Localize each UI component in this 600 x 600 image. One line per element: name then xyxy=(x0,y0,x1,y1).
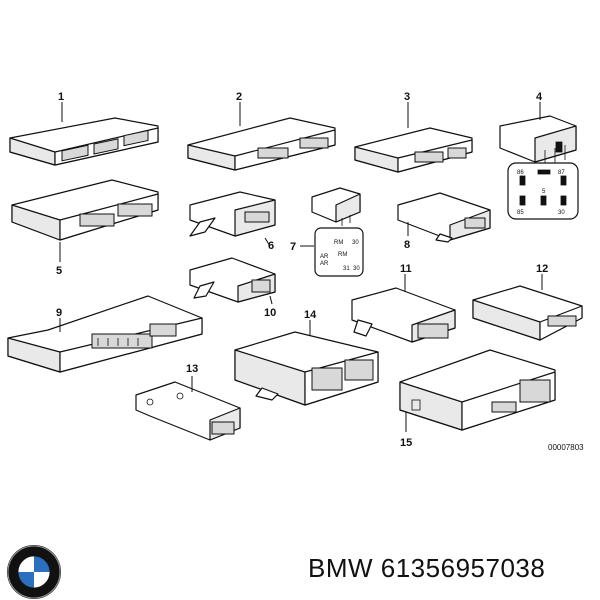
callout-2: 2 xyxy=(236,91,242,103)
callout-13: 13 xyxy=(186,363,198,375)
part-7-relay xyxy=(311,187,361,226)
part-9-control-unit xyxy=(7,295,203,373)
relay-pin-bottom-left: 85 xyxy=(517,210,524,216)
part-15-control-unit xyxy=(399,349,556,431)
part-1-control-unit xyxy=(9,117,159,166)
part-11-module xyxy=(351,287,456,343)
part-4-relay xyxy=(499,115,577,168)
callout-6: 6 xyxy=(268,240,274,252)
callout-15: 15 xyxy=(400,437,412,449)
part-14-control-unit xyxy=(234,331,379,406)
relay7-30b: 30 xyxy=(353,266,360,272)
relay-pin-top-right: 87 xyxy=(558,170,565,176)
relay7-31: 31 xyxy=(343,266,350,272)
relay7-ar2: AR xyxy=(320,261,329,267)
drawing-number: 00007803 xyxy=(548,443,584,452)
callout-5: 5 xyxy=(56,265,62,277)
relay-pin-bottom-right: 30 xyxy=(558,210,565,216)
callout-4: 4 xyxy=(536,91,543,103)
leader-10 xyxy=(269,295,273,305)
relay7-rm: RM xyxy=(334,240,343,246)
callout-1: 1 xyxy=(58,91,64,103)
part-13-bracket-module xyxy=(135,381,241,441)
part-3-control-unit xyxy=(354,127,473,173)
relay-pin-center: 5 xyxy=(542,189,546,195)
callout-12: 12 xyxy=(536,263,548,275)
relay7-rm2: RM xyxy=(338,252,347,258)
relay7-30a: 30 xyxy=(352,240,359,246)
relay-pin-top-left: 86 xyxy=(517,170,524,176)
callout-7: 7 xyxy=(290,241,296,253)
brand-caption: BMW 61356957038 xyxy=(308,553,546,583)
part-8-module xyxy=(397,192,491,243)
part-12-control-unit xyxy=(472,285,583,341)
relay7-ar1: AR xyxy=(320,254,329,260)
callout-9: 9 xyxy=(56,307,62,319)
bmw-roundel-logo xyxy=(7,545,61,599)
callout-10: 10 xyxy=(264,307,276,319)
part-10-module xyxy=(189,257,276,303)
leader-6 xyxy=(264,237,271,247)
callout-3: 3 xyxy=(404,91,410,103)
part-5-control-unit xyxy=(11,179,159,241)
part-2-control-unit xyxy=(187,117,336,171)
callout-11: 11 xyxy=(400,263,412,275)
callout-8: 8 xyxy=(404,239,410,251)
callout-14: 14 xyxy=(304,309,317,321)
part-6-module xyxy=(189,191,276,237)
relay-7-symbol: RM 30 AR RM AR 31 30 xyxy=(314,227,364,277)
relay-pin-symbol: 86 87 5 85 30 xyxy=(507,162,579,220)
